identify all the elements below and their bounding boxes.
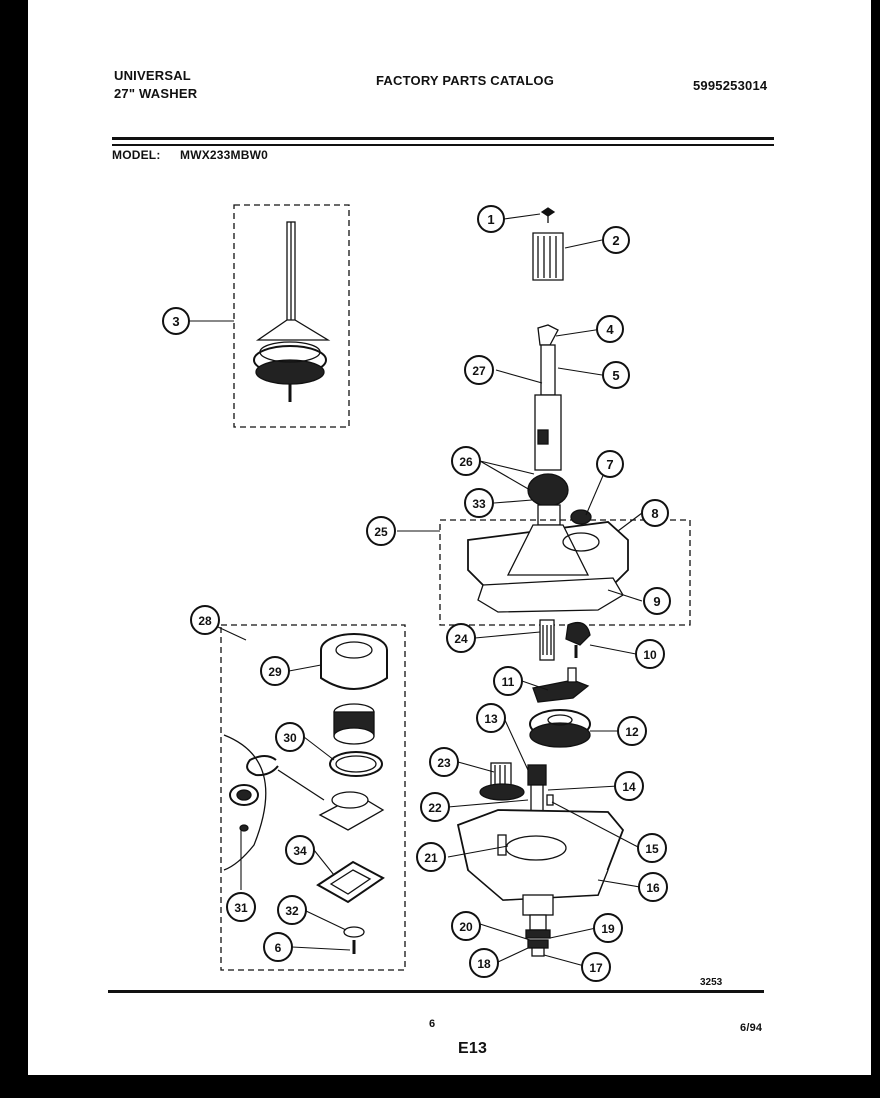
assembly-box-28 [220, 624, 406, 971]
callout-15: 15 [637, 833, 667, 863]
callout-label: 4 [606, 322, 614, 337]
catalog-date: 6/94 [740, 1022, 763, 1034]
callout-11: 11 [493, 666, 523, 696]
callout-26: 26 [451, 446, 481, 476]
callout-label: 17 [589, 961, 603, 975]
callout-6: 6 [263, 932, 293, 962]
header-rule-thin [112, 144, 774, 146]
callout-2: 2 [602, 226, 630, 254]
callout-label: 22 [428, 801, 442, 815]
callout-label: 31 [234, 901, 248, 915]
callout-5: 5 [602, 361, 630, 389]
callout-30: 30 [275, 722, 305, 752]
footer-rule [108, 990, 764, 993]
callout-1: 1 [477, 205, 505, 233]
model-number: MWX233MBW0 [180, 148, 269, 162]
callout-label: 26 [459, 455, 473, 469]
gear-case-illustration [456, 809, 625, 957]
callout-label: 19 [601, 922, 615, 936]
callout-label: 27 [472, 364, 486, 378]
callout-16: 16 [638, 872, 668, 902]
callout-label: 25 [374, 525, 388, 539]
callout-10: 10 [635, 639, 665, 669]
callout-label: 5 [612, 368, 619, 383]
callout-label: 20 [459, 920, 473, 934]
callout-label: 12 [625, 725, 639, 739]
callout-label: 3 [172, 314, 179, 329]
page-number: 6 [429, 1018, 436, 1030]
header-rule-thick [112, 137, 774, 140]
callout-8: 8 [641, 499, 669, 527]
callout-25: 25 [366, 516, 396, 546]
callout-label: 23 [437, 756, 451, 770]
callout-13: 13 [476, 703, 506, 733]
callout-33: 33 [464, 488, 494, 518]
callout-22: 22 [420, 792, 450, 822]
callout-label: 21 [424, 851, 438, 865]
seal-kit-illustration [223, 633, 388, 954]
brand-name: UNIVERSAL [114, 68, 191, 83]
callout-label: 7 [606, 457, 613, 472]
exploded-parts-diagram: 1 2 3 4 5 27 26 7 33 25 8 9 24 10 11 12 … [162, 204, 723, 988]
callout-label: 8 [651, 506, 658, 521]
callout-label: 29 [268, 665, 282, 679]
callout-34: 34 [285, 835, 315, 865]
callout-leader-lines [189, 213, 643, 968]
callout-31: 31 [226, 892, 256, 922]
callout-23: 23 [429, 747, 459, 777]
callout-label: 34 [293, 844, 307, 858]
callout-label: 30 [283, 731, 297, 745]
callout-7: 7 [596, 450, 624, 478]
callout-19: 19 [593, 913, 623, 943]
callout-label: 1 [487, 212, 494, 227]
callout-label: 16 [646, 881, 660, 895]
callout-21: 21 [416, 842, 446, 872]
callout-label: 18 [477, 957, 491, 971]
callout-12: 12 [617, 716, 647, 746]
callout-label: 33 [472, 497, 486, 511]
assembly-box-3 [233, 204, 350, 428]
callout-label: 10 [643, 648, 657, 662]
callout-27: 27 [464, 355, 494, 385]
callout-label: 13 [484, 712, 498, 726]
catalog-page: UNIVERSAL 27" WASHER FACTORY PARTS CATAL… [28, 0, 871, 1075]
callout-9: 9 [643, 587, 671, 615]
callout-3: 3 [162, 307, 190, 335]
callout-17: 17 [581, 952, 611, 982]
callout-label: 11 [502, 675, 515, 689]
callout-20: 20 [451, 911, 481, 941]
callout-24: 24 [446, 623, 476, 653]
callout-label: 28 [198, 614, 212, 628]
catalog-number: 5995253014 [693, 78, 768, 93]
callout-label: 2 [612, 233, 619, 248]
callout-label: 15 [645, 842, 659, 856]
callout-label: 24 [454, 632, 468, 646]
callout-label: 9 [653, 594, 660, 609]
callout-label: 14 [622, 780, 636, 794]
agitator-shaft-illustration [527, 324, 569, 526]
callout-label: 6 [275, 941, 282, 955]
callout-29: 29 [260, 656, 290, 686]
product-name: 27" WASHER [114, 86, 198, 101]
callout-18: 18 [469, 948, 499, 978]
model-label: MODEL: [112, 148, 161, 162]
callout-32: 32 [277, 895, 307, 925]
callout-4: 4 [596, 315, 624, 343]
callout-14: 14 [614, 771, 644, 801]
upper-nut-and-cap-illustration [532, 207, 564, 281]
catalog-title: FACTORY PARTS CATALOG [376, 73, 555, 88]
figure-code: 3253 [700, 977, 723, 988]
section-code: E13 [458, 1040, 488, 1057]
callout-28: 28 [190, 605, 220, 635]
callout-label: 32 [285, 904, 299, 918]
gear-case-cover-illustration [467, 509, 629, 613]
drive-shaft-assembly-illustration [253, 221, 331, 402]
callout-bubbles: 1 2 3 4 5 27 26 7 33 25 8 9 24 10 11 12 … [162, 205, 671, 982]
assembly-box-25 [439, 519, 691, 626]
